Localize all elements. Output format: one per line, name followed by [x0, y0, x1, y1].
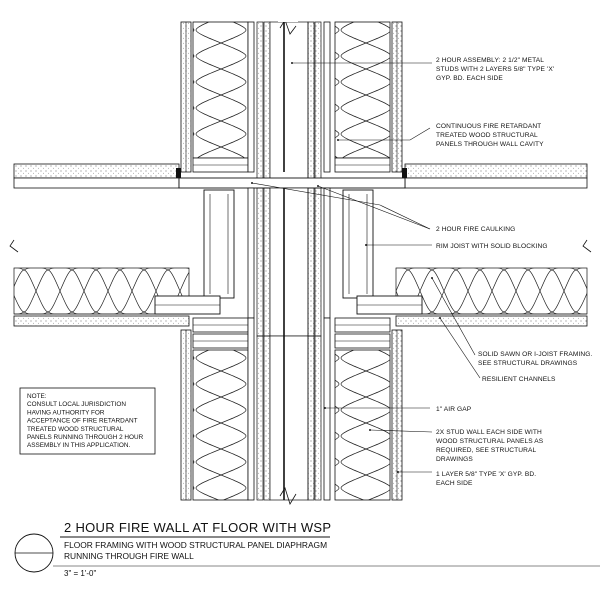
callout-line: 2X STUD WALL EACH SIDE WITH — [436, 429, 542, 436]
callout-line: SOLID SAWN OR I-JOIST FRAMING. — [478, 351, 592, 358]
callout-gyp-layer: 1 LAYER 5/8" TYPE 'X' GYP. BD. EACH SIDE — [436, 471, 536, 487]
note-line: CONSULT LOCAL JURISDICTION — [27, 401, 126, 408]
floor-topping — [9, 163, 592, 253]
note-line: HAVING AUTHORITY FOR — [27, 409, 105, 416]
title-sub-2: RUNNING THROUGH FIRE WALL — [64, 551, 194, 561]
note-line: NOTE: — [27, 393, 47, 400]
callout-line: 1 LAYER 5/8" TYPE 'X' GYP. BD. — [436, 471, 536, 478]
callout-resilient: RESILIENT CHANNELS — [482, 376, 556, 383]
callout-caulking: 2 HOUR FIRE CAULKING — [436, 226, 515, 233]
callout-line: PANELS THROUGH WALL CAVITY — [436, 141, 544, 148]
callout-line: 2 HOUR ASSEMBLY: 2 1/2" METAL — [436, 57, 544, 64]
callout-panels: CONTINUOUS FIRE RETARDANT TREATED WOOD ST… — [436, 123, 544, 148]
svg-text:2 HOUR FIRE CAULKING: 2 HOUR FIRE CAULKING — [436, 226, 515, 233]
callout-rim-joist: RIM JOIST WITH SOLID BLOCKING — [436, 243, 548, 250]
callout-stud-wall: 2X STUD WALL EACH SIDE WITH WOOD STRUCTUR… — [436, 429, 544, 463]
callout-line: 2 HOUR FIRE CAULKING — [436, 226, 515, 233]
note-line: TREATED WOOD STRUCTURAL — [27, 426, 124, 433]
title-main: 2 HOUR FIRE WALL AT FLOOR WITH WSP — [64, 520, 331, 535]
callout-line: TREATED WOOD STRUCTURAL — [436, 132, 538, 139]
callout-line: WOOD STRUCTURAL PANELS AS — [436, 438, 544, 445]
callout-line: STUDS WITH 2 LAYERS 5/8" TYPE 'X' — [436, 66, 554, 73]
lower-wall — [180, 317, 403, 505]
svg-text:1 LAYER 5/8" TYPE 'X' GYP. BD.: 1 LAYER 5/8" TYPE 'X' GYP. BD. EACH SIDE — [436, 471, 536, 487]
upper-wall — [180, 8, 403, 183]
svg-text:RIM JOIST WITH SOLID BLOCKING: RIM JOIST WITH SOLID BLOCKING — [436, 243, 548, 250]
callout-line: SEE STRUCTURAL DRAWINGS — [478, 360, 578, 367]
floor-joist-space — [13, 267, 588, 327]
callout-line: RESILIENT CHANNELS — [482, 376, 556, 383]
title-scale: 3" = 1'-0" — [64, 569, 96, 578]
svg-text:1" AIR GAP: 1" AIR GAP — [436, 406, 472, 413]
callout-line: RIM JOIST WITH SOLID BLOCKING — [436, 243, 548, 250]
rim-joists — [154, 187, 423, 337]
callout-line: DRAWINGS — [436, 456, 473, 463]
callout-framing: SOLID SAWN OR I-JOIST FRAMING. SEE STRUCT… — [478, 351, 592, 367]
note-line: ASSEMBLY IN THIS APPLICATION. — [27, 442, 130, 449]
callout-line: EACH SIDE — [436, 480, 473, 487]
callout-line: REQUIRED, SEE STRUCTURAL — [436, 447, 536, 454]
title-block: 2 HOUR FIRE WALL AT FLOOR WITH WSP FLOOR… — [14, 520, 600, 578]
svg-text:RESILIENT CHANNELS: RESILIENT CHANNELS — [482, 376, 556, 383]
callout-line: 1" AIR GAP — [436, 406, 472, 413]
note-line: ACCEPTANCE OF FIRE RETARDANT — [27, 418, 138, 425]
callout-line: CONTINUOUS FIRE RETARDANT — [436, 123, 541, 130]
callout-line: GYP. BD. EACH SIDE — [436, 75, 503, 82]
note-line: PANELS RUNNING THROUGH 2 HOUR — [27, 434, 144, 441]
leader-lines — [251, 62, 481, 473]
title-sub-1: FLOOR FRAMING WITH WOOD STRUCTURAL PANEL… — [64, 540, 327, 550]
svg-text:SOLID SAWN OR I-JOIST FRAMING.: SOLID SAWN OR I-JOIST FRAMING. SEE STRUCT… — [478, 351, 592, 367]
callout-air-gap: 1" AIR GAP — [436, 406, 472, 413]
callout-assembly: 2 HOUR ASSEMBLY: 2 1/2" METAL STUDS WITH … — [436, 57, 554, 82]
